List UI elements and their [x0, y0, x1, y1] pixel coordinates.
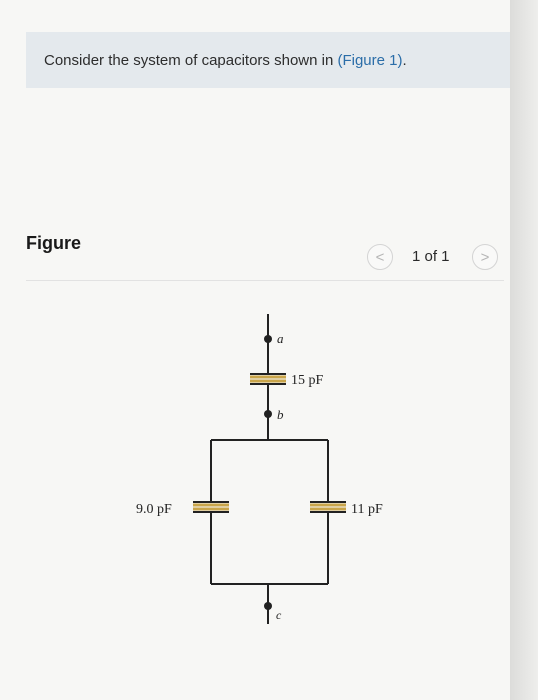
node-c-label: c — [276, 608, 282, 622]
problem-statement: Consider the system of capacitors shown … — [44, 52, 407, 69]
cap-15pf-label: 15 pF — [291, 373, 324, 388]
problem-text-prefix: Consider the system of capacitors shown … — [44, 52, 338, 69]
problem-statement-box: Consider the system of capacitors shown … — [26, 32, 510, 88]
node-b-label: b — [277, 407, 284, 422]
cap-9pf-label: 9.0 pF — [136, 502, 172, 517]
figure-page-counter: 1 of 1 — [412, 248, 450, 265]
node-c-dot — [264, 602, 272, 610]
capacitor-15pf — [250, 373, 286, 385]
next-figure-button[interactable]: > — [472, 244, 498, 270]
node-b-dot — [264, 410, 272, 418]
capacitor-11pf — [310, 501, 346, 513]
figure-heading: Figure — [26, 233, 82, 253]
chevron-left-icon: < — [375, 248, 385, 266]
page-edge — [510, 0, 538, 700]
node-a-dot — [264, 335, 272, 343]
capacitor-9pf — [193, 501, 229, 513]
previous-figure-button[interactable]: < — [367, 244, 393, 270]
problem-text-suffix: . — [402, 52, 407, 69]
cap-11pf-label: 11 pF — [351, 502, 383, 517]
chevron-right-icon: > — [480, 248, 490, 266]
figure-link[interactable]: (Figure 1) — [337, 52, 403, 69]
node-a-label: a — [277, 331, 284, 346]
figure-divider — [26, 280, 504, 281]
